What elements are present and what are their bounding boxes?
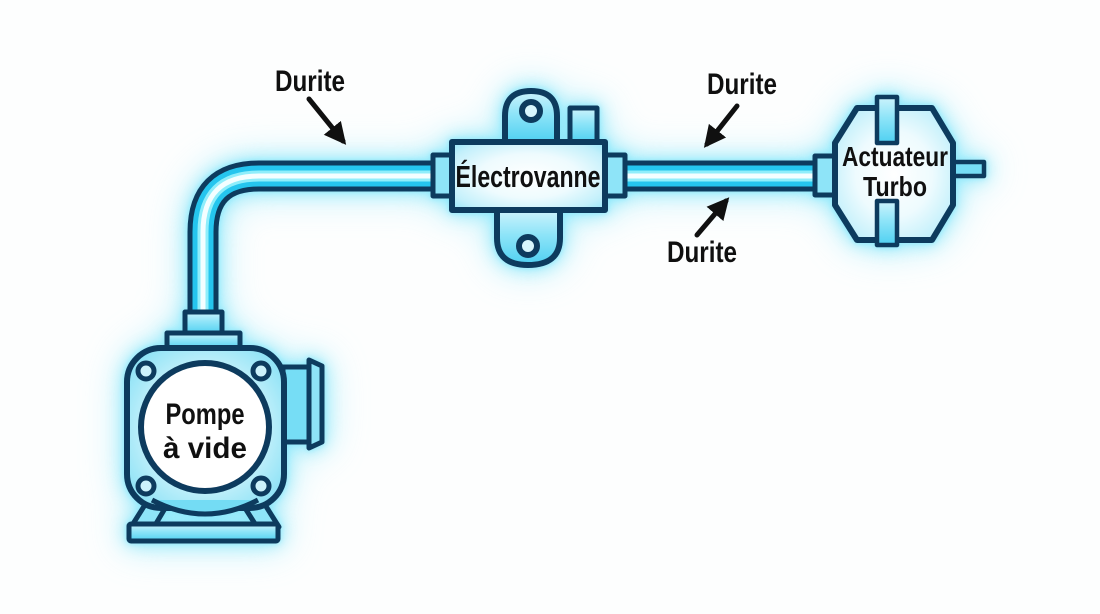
pump-bottom-arch — [150, 497, 260, 517]
pump-bolt — [135, 475, 157, 497]
actuator-label-line2: Turbo — [863, 171, 927, 202]
turbo-actuator: Actuateur Turbo — [812, 94, 987, 248]
durite-arrow-upper-left — [306, 96, 347, 145]
hose-pump-to-valve — [187, 160, 438, 322]
valve-body — [449, 139, 608, 213]
actuator-clamp-bottom — [874, 198, 900, 248]
durite-arrow-upper-right — [703, 103, 740, 148]
pump-bolt — [135, 360, 157, 382]
valve-mount-hole-top — [519, 99, 543, 123]
pump-base — [126, 521, 281, 544]
annotations: Durite Durite Durite — [275, 65, 777, 269]
label-durite-upper-right: Durite — [707, 68, 777, 101]
actuator-clamp-top — [874, 94, 900, 146]
pump-face — [138, 360, 272, 494]
actuator-body — [832, 105, 956, 243]
valve-mount-hole-bottom — [516, 234, 540, 258]
actuator-label-line1: Actuateur — [842, 141, 948, 172]
vacuum-pump: Pompe à vide — [124, 309, 325, 544]
label-durite-lower-right: Durite — [667, 236, 737, 269]
actuator-rod — [950, 159, 987, 179]
durite-arrow-lower-right — [694, 197, 730, 238]
label-durite-upper-left: Durite — [275, 65, 345, 98]
pump-label-line2: à vide — [163, 432, 247, 465]
valve-label: Électrovanne — [456, 159, 601, 194]
valve-top-port — [567, 105, 600, 145]
solenoid-valve: Électrovanne — [430, 88, 628, 268]
pump-bolt — [250, 360, 272, 382]
pump-bolt — [250, 475, 272, 497]
pump-label-line1: Pompe — [166, 398, 245, 431]
pump-port — [280, 364, 313, 445]
pump-port-flange — [306, 357, 325, 451]
